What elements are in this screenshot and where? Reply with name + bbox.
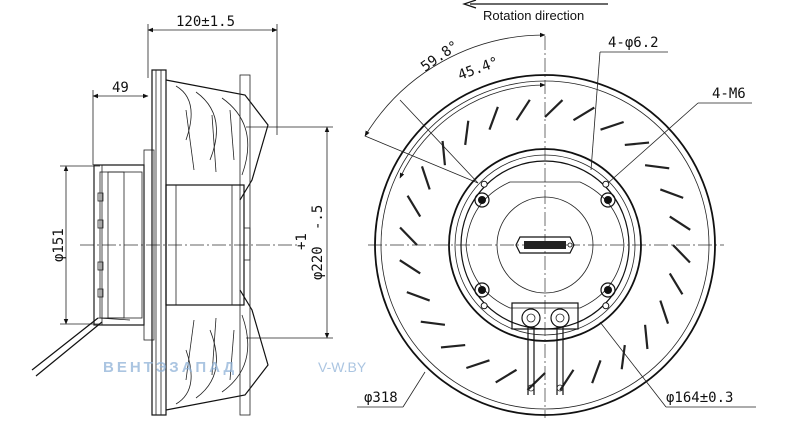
- blade-mark: [559, 369, 575, 391]
- blade-mark: [466, 359, 490, 370]
- threads-label: 4-M6: [712, 86, 746, 102]
- blade-mark: [668, 272, 684, 295]
- blade-mark: [488, 106, 499, 131]
- front-view: 59.8° 45.4° 4-φ6.2 4-M6 φ318 φ164±0.3: [357, 32, 756, 418]
- blade-mark: [464, 120, 470, 146]
- bolt-icon: [474, 282, 490, 298]
- inlet-depth-dimension: 49: [92, 80, 149, 165]
- height-tol-upper: +1: [294, 233, 310, 250]
- height-dimension: φ220 +1 -.5: [246, 126, 333, 339]
- blade-mark: [620, 344, 626, 370]
- threads-callout: 4-M6: [607, 86, 752, 184]
- rotation-direction-indicator: Rotation direction: [462, 0, 608, 23]
- rotation-arrow-icon: [462, 0, 477, 9]
- blade-mark: [420, 166, 431, 190]
- blade-mark: [515, 99, 531, 121]
- stator-plate: [465, 181, 625, 309]
- blade-mark: [672, 244, 691, 264]
- bolt-icon: [600, 282, 616, 298]
- inlet-depth-label: 49: [112, 80, 129, 96]
- impeller-dia-label: φ318: [364, 390, 398, 406]
- blade-mark: [495, 368, 518, 384]
- holes-callout: 4-φ6.2: [590, 35, 668, 171]
- height-tol-lower: -.5: [310, 205, 326, 230]
- hub-diameter-dimension: φ151: [51, 165, 100, 325]
- blade-mark: [526, 372, 546, 391]
- power-cable: [31, 317, 131, 377]
- blade-mark: [420, 320, 446, 326]
- flange-hole-icon: [602, 180, 610, 188]
- watermark: ВЕНТЭЗАПАД V-W.BY: [103, 359, 367, 376]
- blade-mark: [544, 99, 564, 118]
- impeller-dia-callout: φ318: [357, 371, 426, 408]
- blade-mark: [440, 343, 466, 349]
- blade-mark: [624, 141, 650, 147]
- blade-mark: [406, 291, 431, 302]
- blade-mark: [572, 106, 595, 122]
- flange-hole-icon: [480, 302, 488, 310]
- blade-mark: [659, 300, 670, 324]
- flange-holes: [480, 180, 610, 310]
- bolt-circle-callout: φ164±0.3: [599, 321, 756, 408]
- bolt-icon: [474, 192, 490, 208]
- blade-mark: [669, 215, 691, 231]
- hub-ring: [496, 196, 594, 294]
- rotation-direction-label: Rotation direction: [483, 8, 584, 23]
- side-view: 120±1.5 49 φ151 φ220 +1 -.5: [31, 14, 333, 416]
- motor-body: [93, 149, 155, 341]
- blade-mark: [659, 188, 684, 199]
- blade-mark: [643, 324, 649, 350]
- holes-label: 4-φ6.2: [608, 35, 659, 51]
- blade-mark: [591, 359, 602, 384]
- angle-dimensions: 59.8° 45.4°: [364, 32, 546, 184]
- width-dim-label: 120±1.5: [176, 14, 235, 30]
- hub-dia-label: φ151: [51, 228, 67, 262]
- bolt-icon: [600, 192, 616, 208]
- width-dimension: 120±1.5: [147, 14, 278, 135]
- blade-mark: [406, 195, 422, 218]
- watermark-brand: ВЕНТЭЗАПАД: [103, 359, 237, 376]
- watermark-site: V-W.BY: [318, 359, 367, 375]
- blade-mark: [399, 226, 418, 246]
- mounting-bolts: [474, 192, 616, 298]
- height-dim-label: φ220: [310, 246, 326, 280]
- blade-mark: [644, 164, 670, 170]
- blade-mark: [600, 120, 624, 131]
- flange-hole-icon: [602, 302, 610, 310]
- flange-hole-icon: [480, 180, 488, 188]
- bolt-circle-label: φ164±0.3: [666, 390, 733, 406]
- blade-mark: [399, 259, 421, 275]
- inner-rotor: [165, 184, 251, 306]
- blade-mark: [441, 140, 447, 166]
- brand-nameplate: [515, 236, 575, 254]
- terminal-box: [511, 302, 579, 395]
- angle-2-label: 45.4°: [456, 54, 501, 83]
